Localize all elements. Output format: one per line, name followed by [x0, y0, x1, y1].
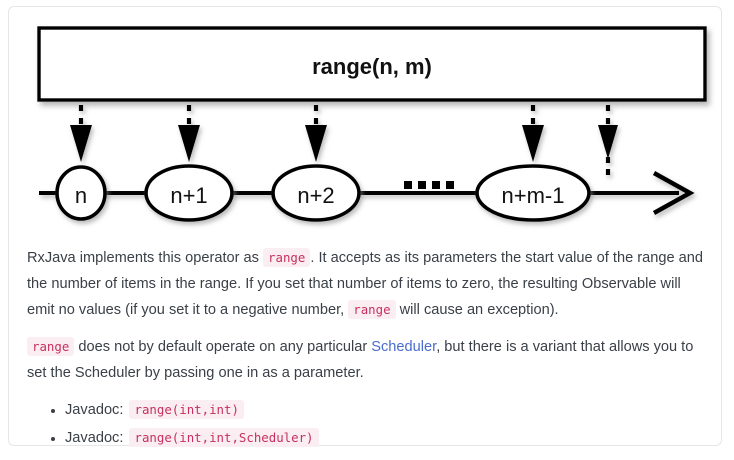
p1-part1: RxJava implements this operator as: [27, 250, 259, 266]
p2-part1: does not by default operate on any parti…: [78, 339, 368, 355]
emission-arrow-1: [70, 105, 92, 162]
code-range-1: range: [263, 248, 311, 267]
javadoc-signature-1[interactable]: range(int,int,Scheduler): [129, 428, 319, 447]
content-card: range(n, m): [8, 6, 723, 447]
marble-item-0: [55, 165, 107, 221]
emission-arrow-2: [178, 105, 200, 162]
p1-part2: . It accepts as its parameters the start…: [27, 250, 703, 318]
scheduler-link[interactable]: Scheduler: [371, 339, 437, 355]
operator-box-label: range(n, m): [312, 54, 432, 79]
timeline-axis: [39, 171, 695, 215]
code-range-2: range: [348, 300, 396, 319]
marble-label-0: n: [75, 183, 87, 208]
javadoc-list: Javadoc: range(int,int) Javadoc: range(i…: [27, 398, 707, 450]
p1-part3: will cause an exception).: [399, 302, 559, 318]
paragraph-2: range does not by default operate on any…: [27, 334, 707, 386]
emission-arrows: [70, 105, 618, 175]
marble-label-3: n+m-1: [502, 183, 565, 208]
code-range-3: range: [27, 337, 75, 356]
ellipsis-dots-icon: [404, 181, 454, 189]
paragraph-1: RxJava implements this operator as range…: [27, 245, 707, 323]
marble-item-1: [144, 164, 234, 222]
list-item: Javadoc: range(int,int,Scheduler): [65, 426, 707, 450]
javadoc-label-1: Javadoc:: [65, 430, 124, 446]
marble-label-1: n+1: [170, 183, 207, 208]
marble-label-2: n+2: [297, 183, 334, 208]
operator-box: [37, 26, 707, 102]
javadoc-label-0: Javadoc:: [65, 402, 124, 418]
marble-item-2: [271, 164, 361, 222]
p2-part2: , but there is a variant that allows you…: [27, 339, 694, 381]
marble-item-3: [475, 164, 591, 222]
marble-diagram: range(n, m): [9, 7, 723, 239]
emission-arrow-4: [522, 105, 544, 162]
emission-arrow-3: [305, 105, 327, 162]
completion-arrow: [598, 105, 618, 175]
list-item: Javadoc: range(int,int): [65, 398, 707, 422]
javadoc-signature-0[interactable]: range(int,int): [129, 400, 244, 419]
description-prose: RxJava implements this operator as range…: [27, 245, 707, 454]
